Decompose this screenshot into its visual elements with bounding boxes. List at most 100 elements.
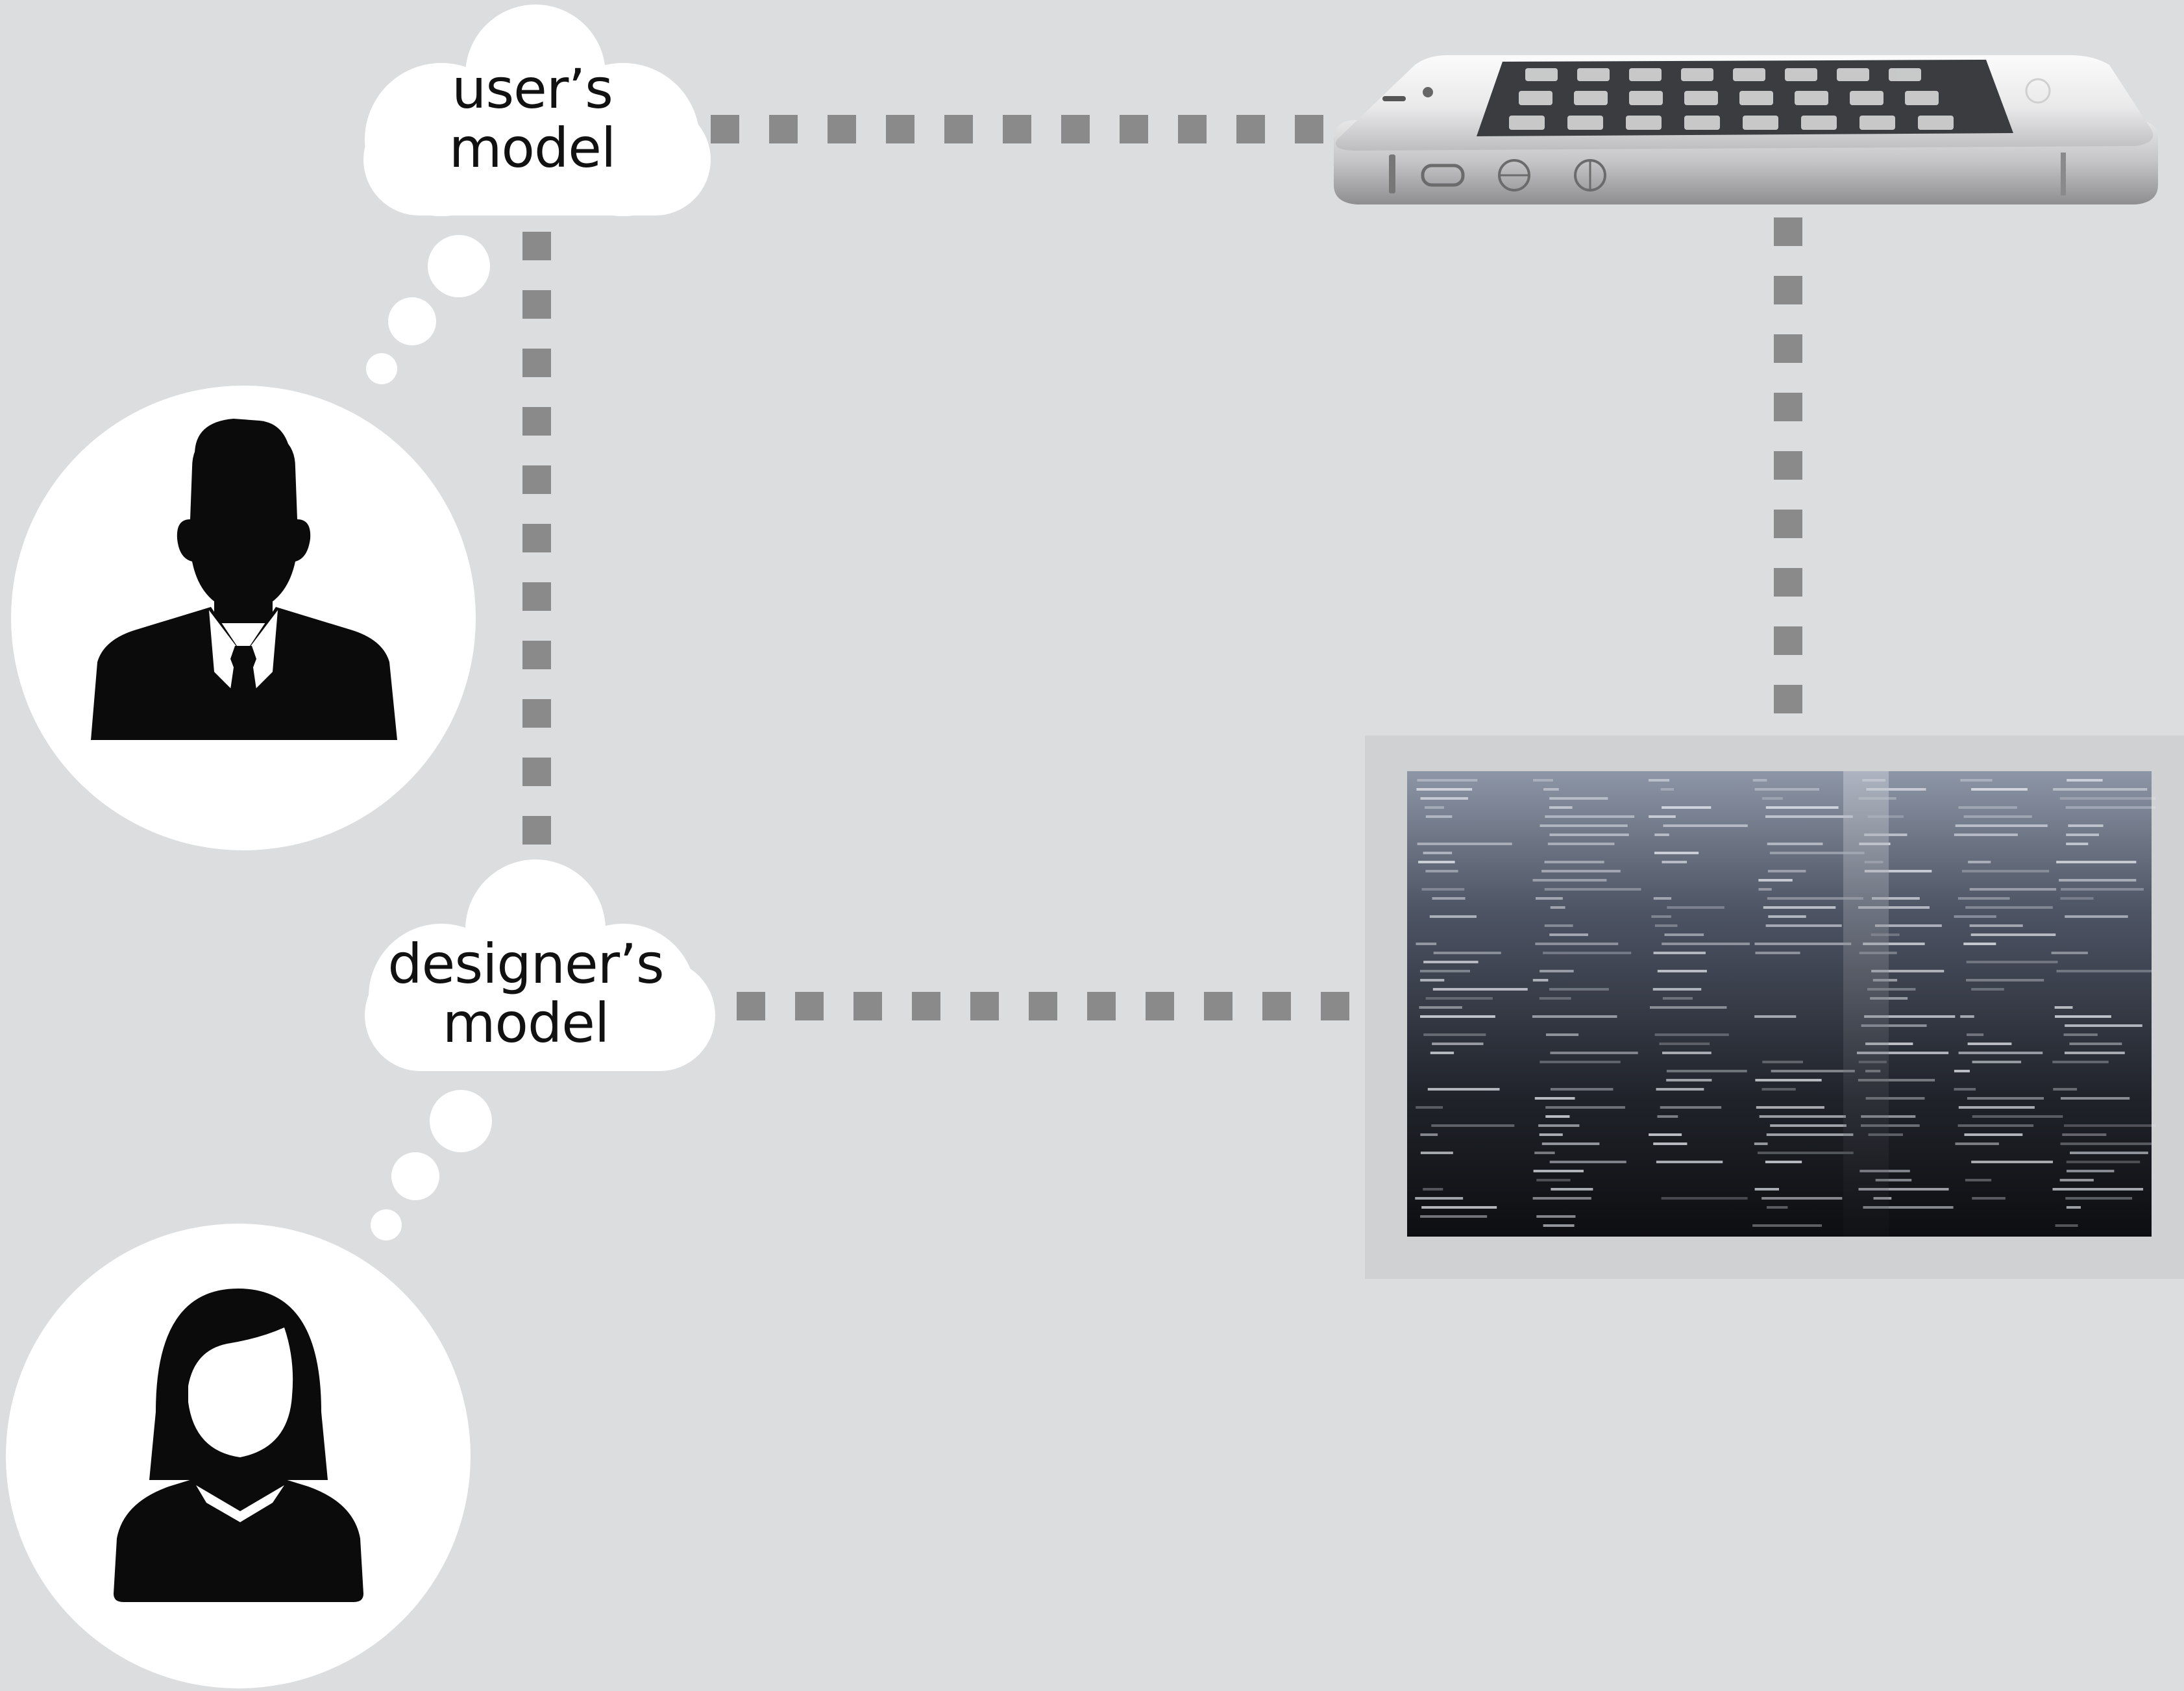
code-line [1420, 1015, 1495, 1018]
code-line [1427, 1088, 1500, 1091]
code-line [1972, 1061, 2022, 1063]
code-line [1541, 870, 1621, 872]
code-line [1547, 843, 1615, 845]
code-line [1416, 1106, 1443, 1109]
code-line [1858, 906, 1930, 909]
code-line [1757, 1152, 1854, 1154]
code-line [1963, 943, 1996, 945]
code-line [2066, 1206, 2081, 1209]
connector-dash [1236, 115, 1265, 143]
connector-dash [1774, 334, 1802, 363]
code-line [1765, 1161, 1802, 1163]
code-line [2059, 797, 2156, 800]
code-line [1549, 797, 1608, 800]
code-line [2054, 1006, 2073, 1009]
connector-dash [1774, 510, 1802, 538]
code-line [1972, 1115, 2063, 1118]
code-line [2053, 788, 2148, 791]
code-line [2062, 1133, 2107, 1136]
code-line [1534, 1097, 1575, 1100]
connector-dash [1262, 992, 1291, 1020]
code-line [1864, 870, 1932, 872]
connector-dash [1774, 626, 1802, 655]
code-line [1664, 933, 1704, 936]
code-line [1551, 1188, 1593, 1191]
code-line [1857, 1052, 1949, 1054]
code-line [1532, 1015, 1617, 1018]
code-line [2070, 1152, 2148, 1154]
code-line [2055, 1015, 2111, 1018]
code-line [1536, 897, 1563, 900]
code-line [2066, 1161, 2141, 1163]
code-line [1433, 952, 1501, 954]
code-line [1420, 979, 1445, 981]
connector-dash [522, 407, 551, 436]
code-line [1543, 952, 1632, 954]
designer-model-label: designer’s model [363, 935, 688, 1052]
code-line [1961, 870, 2050, 872]
code-line [1550, 1052, 1638, 1054]
user-model-label-line1: user’s [452, 57, 613, 121]
code-line [1966, 961, 2058, 963]
code-line [2059, 1179, 2094, 1181]
code-line [1423, 852, 1453, 854]
code-line [1432, 988, 1528, 991]
connector-dash [522, 582, 551, 611]
connector-dash [853, 992, 882, 1020]
code-line [2056, 861, 2137, 863]
code-line [1419, 970, 1471, 972]
connector-dash [1321, 992, 1349, 1020]
code-line [1960, 779, 1993, 782]
code-line [2064, 1052, 2125, 1054]
code-line [1549, 1161, 1626, 1163]
designer-model-label-line2: model [442, 991, 610, 1055]
connector-dash [970, 992, 999, 1020]
code-line [1971, 988, 2004, 991]
code-line [1969, 888, 2057, 891]
code-line [1545, 1106, 1625, 1109]
connector-dash [886, 115, 914, 143]
code-line [1649, 1133, 1682, 1136]
connector-designer-model-to-code [737, 992, 1349, 1020]
code-line [1653, 1142, 1687, 1145]
code-line [1754, 943, 1852, 945]
code-line [1863, 1206, 1954, 1209]
code-line [1967, 1043, 2012, 1045]
code-line [1955, 824, 2048, 827]
connector-dash [912, 992, 940, 1020]
code-line [1420, 1152, 1453, 1154]
code-line [1539, 1133, 1563, 1136]
code-line [1535, 943, 1619, 945]
code-line [1543, 1224, 1575, 1227]
smartphone-image [1334, 55, 2158, 204]
code-line [2060, 1097, 2130, 1100]
connector-dash [522, 232, 551, 260]
code-line [2060, 897, 2094, 900]
code-line [1761, 1197, 1843, 1200]
code-line [2063, 1124, 2156, 1127]
code-line [1656, 1161, 1723, 1163]
code-line [1761, 797, 1783, 800]
code-line [1536, 1179, 1571, 1181]
code-line [1969, 924, 2023, 927]
code-line [1968, 861, 1991, 863]
code-line [1765, 815, 1853, 818]
code-line [2053, 1088, 2078, 1091]
code-line [1540, 824, 1628, 827]
code-line [1550, 1088, 1613, 1091]
connector-dash [1003, 115, 1031, 143]
code-line [1423, 961, 1478, 963]
code-line [1754, 1188, 1780, 1191]
code-line [1662, 806, 1712, 809]
code-line [1971, 1161, 2054, 1163]
code-line [1957, 1124, 2034, 1127]
code-line [1964, 1133, 2023, 1136]
connector-dash [1774, 685, 1802, 713]
code-line [1417, 779, 1478, 782]
code-line [1420, 1133, 1438, 1136]
code-line [2066, 1170, 2115, 1172]
code-line [1758, 888, 1772, 891]
code-line [1532, 1197, 1591, 1200]
designer-model-label-line1: designer’s [387, 932, 664, 996]
designer-thought-bubbles [371, 1090, 492, 1240]
